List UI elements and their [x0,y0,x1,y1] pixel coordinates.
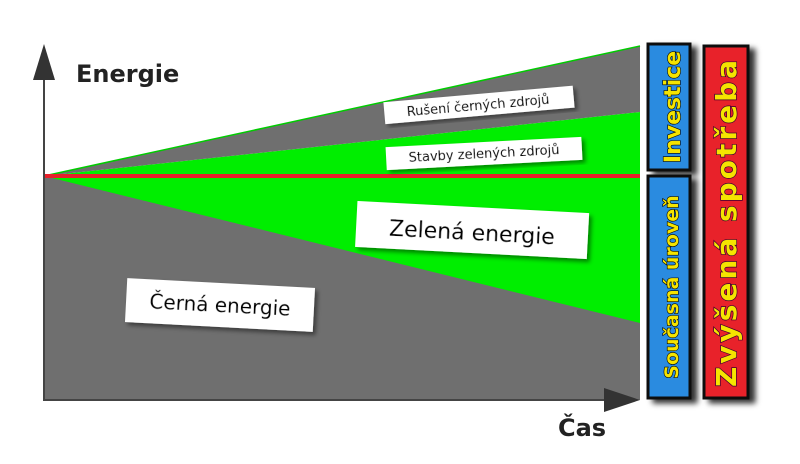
x-axis-arrow-icon [604,388,640,412]
increased-consumption-label: Zvýšená spotřeba [710,57,743,387]
current-level-label: Současná úroveň [661,195,683,378]
investment-bar: Investice [646,42,692,172]
investment-label: Investice [661,51,686,163]
green-energy-label: Zelená energie [355,200,590,260]
y-axis-arrow-icon [33,44,55,80]
increased-consumption-bar: Zvýšená spotřeba [702,44,750,400]
current-level-bar: Současná úroveň [646,174,692,400]
top-boundary-line [43,45,641,177]
y-axis-label: Energie [76,60,179,88]
green-construction-label: Stavby zelených zdrojů [385,136,583,171]
black-energy-label: Černá energie [124,278,316,332]
x-axis-label: Čas [558,412,606,442]
